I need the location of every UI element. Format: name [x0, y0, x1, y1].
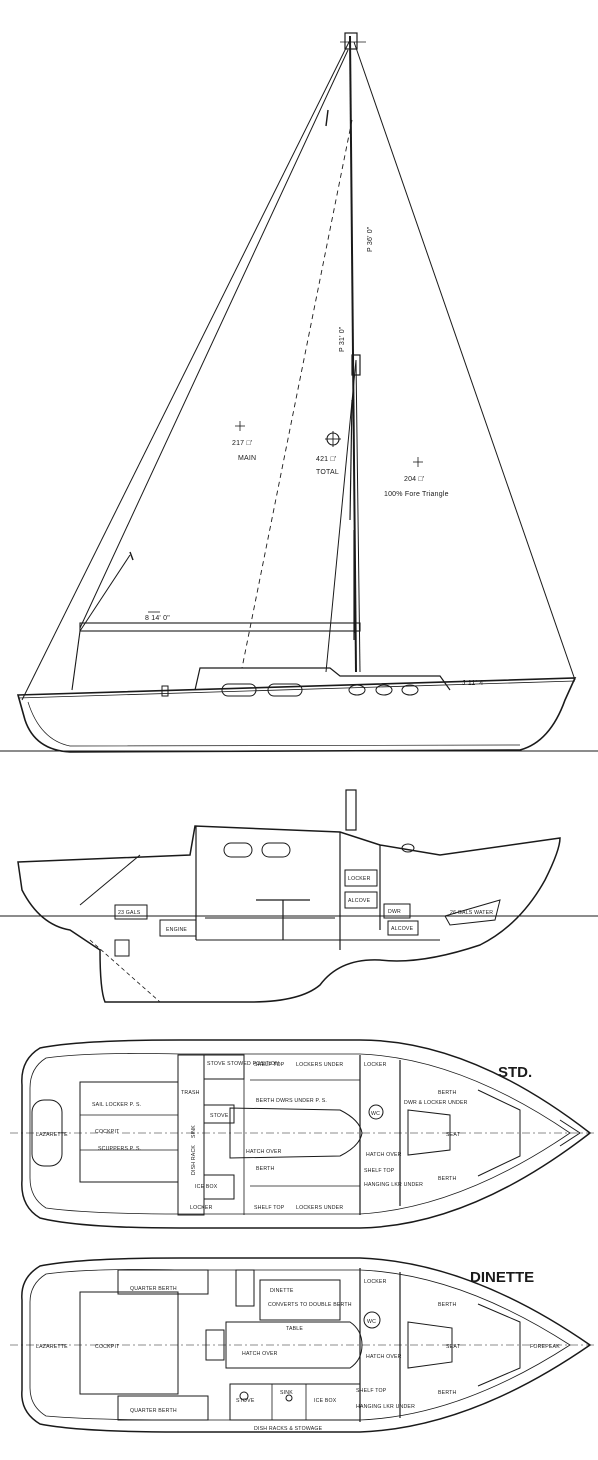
std-shelf-top-3: SHELF TOP — [254, 1205, 285, 1211]
din-berth-bottom: BERTH — [438, 1390, 457, 1396]
dinette-labels: DINETTE LOCKER DINETTE QUARTER BERTH CON… — [36, 1269, 560, 1432]
cabin — [194, 667, 451, 691]
din-forepeak: FOREPEAK — [530, 1344, 560, 1350]
din-wc: WC — [367, 1319, 376, 1325]
dinette-layout — [10, 1257, 596, 1433]
backstay — [21, 39, 351, 701]
std-shelf-top-2: SHELF TOP — [364, 1168, 395, 1174]
hull-sail-plan — [16, 677, 577, 753]
std-lockers-under-2: LOCKERS UNDER — [296, 1205, 343, 1211]
din-table: TABLE — [286, 1326, 303, 1332]
main-leech — [79, 49, 349, 629]
std-dish-rack: DISH RACK — [191, 1145, 197, 1175]
std-locker-top: LOCKER — [364, 1062, 387, 1068]
boom — [79, 622, 361, 632]
sail-plan-labels: 217 □' MAIN 421 □' TOTAL 204 □' 100% For… — [145, 226, 486, 687]
std-berth-dwrs: BERTH DWRS UNDER P. S. — [256, 1098, 327, 1104]
std-berth-fwd-top: BERTH — [438, 1090, 457, 1096]
sail-plan — [0, 32, 598, 753]
p-dimension: P 31' 0" — [339, 326, 346, 352]
std-locker-bottom: LOCKER — [190, 1205, 213, 1211]
engine-label: ENGINE — [166, 927, 187, 933]
dashed-line — [241, 119, 353, 669]
e-dimension: 8 14' 0" — [145, 615, 170, 622]
inboard-profile — [0, 789, 598, 1003]
din-hatch-over-1: HATCH OVER — [242, 1351, 278, 1357]
din-seat: SEAT — [446, 1344, 461, 1350]
std-ice-box: ICE BOX — [195, 1184, 218, 1190]
din-sink: SINK — [280, 1390, 293, 1396]
din-stove: STOVE — [236, 1398, 255, 1404]
std-stove-stowed: STOVE STOWED POSITION — [207, 1061, 279, 1067]
std-wc: WC — [371, 1111, 380, 1117]
din-converts: CONVERTS TO DOUBLE BERTH — [268, 1302, 352, 1308]
fore-area: 204 □' — [404, 476, 424, 483]
din-hatch-over-2: HATCH OVER — [366, 1354, 402, 1360]
gals-water: 26 GALS WATER — [450, 910, 493, 916]
din-locker: LOCKER — [364, 1279, 387, 1285]
j-dimension: J 11' 4" — [462, 680, 486, 687]
forestay — [353, 41, 576, 681]
i-dimension: P 36' 0" — [367, 226, 374, 252]
wc-dinette-icon — [363, 1311, 381, 1329]
std-labels: STD. STOVE STOWED POSITION SHELF TOP LOC… — [36, 1061, 532, 1211]
din-shelf-top: SHELF TOP — [356, 1388, 387, 1394]
din-berth-top: BERTH — [438, 1302, 457, 1308]
std-sail-locker: SAIL LOCKER P. S. — [92, 1102, 141, 1108]
din-quarter-berth-1: QUARTER BERTH — [130, 1286, 177, 1292]
std-hatch-over-2: HATCH OVER — [366, 1152, 402, 1158]
wc-std-icon — [368, 1104, 384, 1120]
main-area: 217 □' — [232, 440, 252, 447]
din-dish-racks: DISH RACKS & STOWAGE — [254, 1426, 323, 1432]
std-heading: STD. — [498, 1064, 532, 1081]
alcove-lower: ALCOVE — [391, 926, 414, 932]
profile-labels: 23 GALS ENGINE ALCOVE LOCKER ALCOVE DWR … — [118, 876, 493, 933]
dinette-heading: DINETTE — [470, 1269, 534, 1286]
std-berth-mid: BERTH — [256, 1166, 275, 1172]
std-trash: TRASH — [181, 1090, 200, 1096]
mast — [349, 35, 357, 673]
din-quarter-berth-2: QUARTER BERTH — [130, 1408, 177, 1414]
din-hanging-lkr: HANGING LKR UNDER — [356, 1404, 415, 1410]
std-layout — [10, 1039, 596, 1229]
std-lockers-under-1: LOCKERS UNDER — [296, 1062, 343, 1068]
std-cockpit: COCKPIT — [95, 1129, 120, 1135]
std-berth-fwd-bottom: BERTH — [438, 1176, 457, 1182]
alcove-upper: ALCOVE — [348, 898, 371, 904]
std-sink: SINK — [191, 1125, 197, 1138]
masthead — [344, 32, 358, 50]
din-ice-box: ICE BOX — [314, 1398, 337, 1404]
fore-label: 100% Fore Triangle — [384, 491, 449, 498]
hull-profile — [17, 825, 561, 1003]
std-dwr-locker: DWR & LOCKER UNDER — [404, 1100, 468, 1106]
din-cockpit: COCKPIT — [95, 1344, 120, 1350]
total-area: 421 □' — [316, 456, 336, 463]
cockpit-dinette — [79, 1291, 179, 1395]
std-seat: SEAT — [446, 1132, 461, 1138]
std-lazarette: LAZARETTE — [36, 1132, 68, 1138]
total-label: TOTAL — [316, 469, 339, 476]
gals-fuel: 23 GALS — [118, 910, 141, 916]
main-label: MAIN — [238, 455, 256, 462]
std-hatch-over-1: HATCH OVER — [246, 1149, 282, 1155]
din-dinette: DINETTE — [270, 1288, 294, 1294]
dinette-table — [259, 1279, 341, 1321]
std-hanging-lkr: HANGING LKR UNDER — [364, 1182, 423, 1188]
locker-upper: LOCKER — [348, 876, 371, 882]
salon-table-std — [229, 1107, 363, 1159]
dwr-label: DWR — [388, 909, 401, 915]
std-shelf-top-1: SHELF TOP — [254, 1062, 285, 1068]
std-stove: STOVE — [210, 1113, 229, 1119]
mast-stub — [345, 789, 357, 831]
std-scuppers: SCUPPERS P. S. — [98, 1146, 141, 1152]
din-lazarette: LAZARETTE — [36, 1344, 68, 1350]
